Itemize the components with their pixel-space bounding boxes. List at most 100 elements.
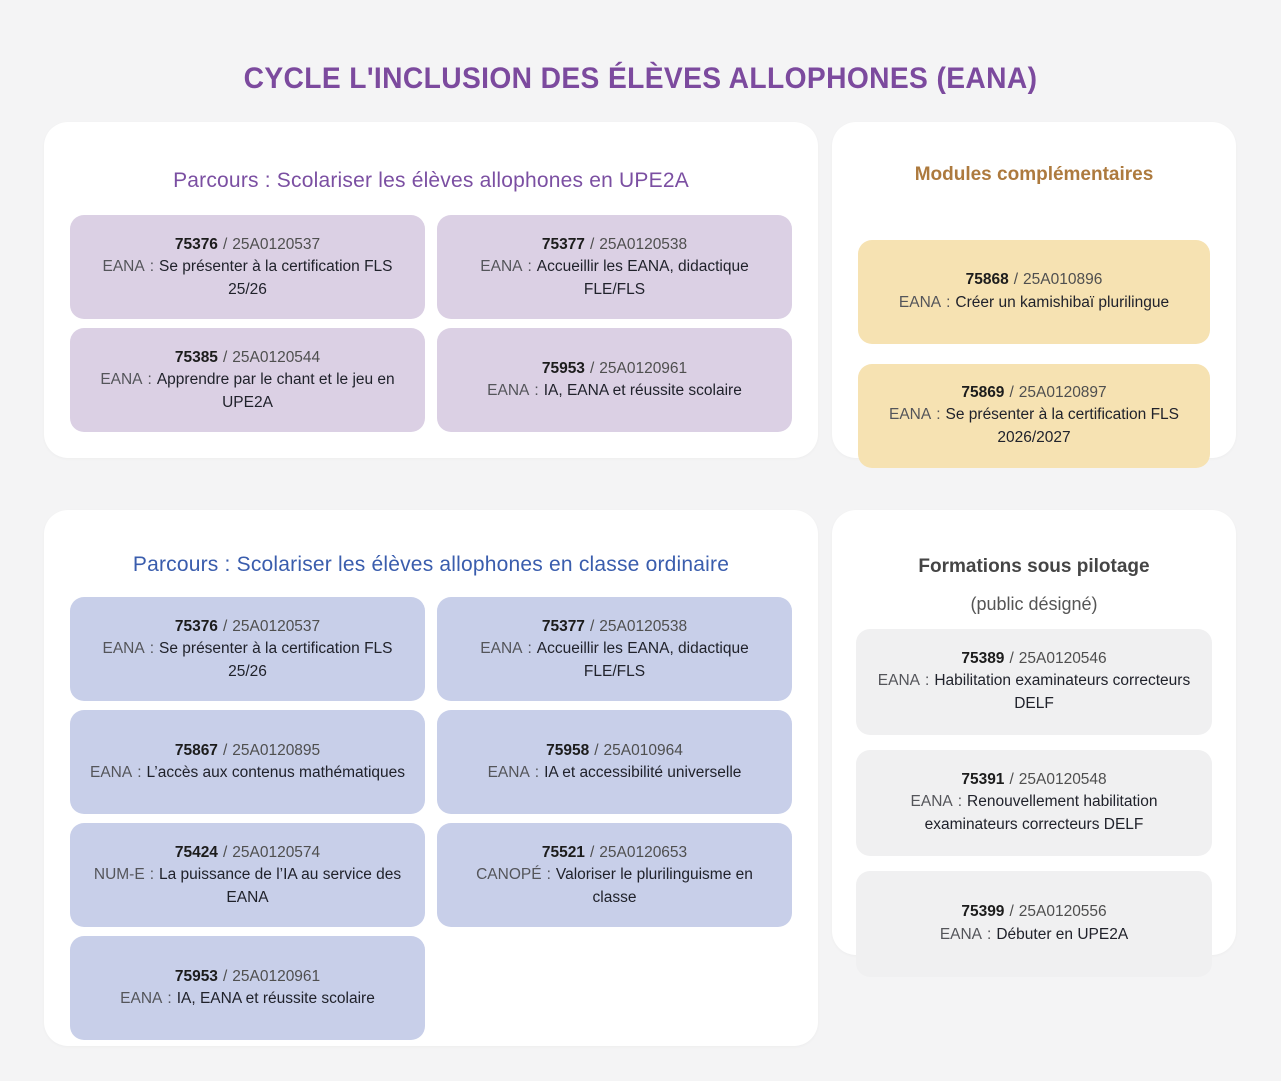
slash-separator: / xyxy=(222,617,228,635)
section-title-modules: Modules complémentaires xyxy=(914,163,1154,185)
course-prefix: EANA xyxy=(877,672,921,690)
course-code: 25A0120544 xyxy=(232,348,321,366)
colon-separator: : xyxy=(527,640,532,658)
colon-separator: : xyxy=(149,258,155,276)
course-code: 25A0120653 xyxy=(599,843,688,861)
course-title-line: EANA:IA, EANA et réussite scolaire xyxy=(455,380,774,402)
course-code-line: 75869/25A0120897 xyxy=(876,382,1192,404)
course-code: 25A010896 xyxy=(1023,271,1103,289)
slash-separator: / xyxy=(222,348,228,366)
course-card-75869: 75869/25A0120897 EANA:Se présenter à la … xyxy=(858,363,1210,468)
course-prefix: EANA xyxy=(102,258,145,276)
course-code-line: 75424/25A0120574 xyxy=(88,842,407,864)
slash-separator: / xyxy=(589,843,595,861)
course-card-75377: 75377/25A0120538 EANA:Accueillir les EAN… xyxy=(437,215,792,320)
course-grid-upe2a: 75376/25A0120537 EANA:Se présenter à la … xyxy=(70,215,792,433)
course-code-line: 75953/25A0120961 xyxy=(88,966,407,988)
course-prefix: EANA xyxy=(120,990,163,1008)
course-code-line: 75521/25A0120653 xyxy=(455,842,774,864)
slash-separator: / xyxy=(1009,903,1014,921)
colon-separator: : xyxy=(925,672,930,690)
course-title: IA, EANA et réussite scolaire xyxy=(543,382,742,400)
colon-separator: : xyxy=(987,925,992,943)
course-title: Débuter en UPE2A xyxy=(996,925,1129,943)
course-code: 25A0120537 xyxy=(232,235,321,253)
course-title: IA, EANA et réussite scolaire xyxy=(176,990,375,1008)
course-prefix: NUM-E xyxy=(93,866,145,884)
course-card-75376-ord: 75376/25A0120537 EANA:Se présenter à la … xyxy=(70,597,425,702)
course-card-75953-ord: 75953/25A0120961 EANA:IA, EANA et réussi… xyxy=(70,936,425,1041)
course-prefix: EANA xyxy=(898,293,942,311)
course-prefix: EANA xyxy=(888,406,932,424)
course-title: Renouvellement habilitation examinateurs… xyxy=(924,793,1158,833)
course-title-line: EANA:IA et accessibilité universelle xyxy=(455,762,774,784)
course-title: L’accès aux contenus mathématiques xyxy=(146,764,406,782)
course-title-line: EANA:IA, EANA et réussite scolaire xyxy=(88,988,407,1010)
course-prefix: EANA xyxy=(939,925,983,943)
course-title-line: EANA:Accueillir les EANA, didactique FLE… xyxy=(455,638,774,683)
section-formations-pilotage: Formations sous pilotage (public désigné… xyxy=(832,510,1236,977)
course-prefix: EANA xyxy=(89,764,133,782)
colon-separator: : xyxy=(936,406,941,424)
course-card-75377-ord: 75377/25A0120538 EANA:Accueillir les EAN… xyxy=(437,597,792,702)
course-title-line: EANA:Se présenter à la certification FLS… xyxy=(88,256,407,301)
course-code: 25A0120961 xyxy=(599,359,688,377)
course-card-75399: 75399/25A0120556 EANA:Débuter en UPE2A xyxy=(856,870,1212,977)
course-prefix: EANA xyxy=(480,258,523,276)
course-title: Se présenter à la certification FLS 25/2… xyxy=(159,258,393,298)
section-modules-complementaires: Modules complémentaires 75868/25A010896 … xyxy=(832,122,1236,468)
course-number: 75389 xyxy=(961,649,1005,667)
course-prefix: EANA xyxy=(100,371,143,389)
colon-separator: : xyxy=(527,258,532,276)
course-code-line: 75389/25A0120546 xyxy=(874,648,1194,670)
slash-separator: / xyxy=(594,741,599,759)
course-prefix: EANA xyxy=(102,640,145,658)
course-title-line: NUM-E:La puissance de l’IA au service de… xyxy=(88,864,407,909)
course-number: 75399 xyxy=(961,903,1005,921)
colon-separator: : xyxy=(946,293,951,311)
slash-separator: / xyxy=(1013,271,1019,289)
course-title: Se présenter à la certification FLS 25/2… xyxy=(159,640,393,680)
course-number: 75953 xyxy=(541,359,585,377)
course-card-75868: 75868/25A010896 EANA:Créer un kamishibaï… xyxy=(858,239,1210,344)
course-title-line: EANA:Renouvellement habilitation examina… xyxy=(874,791,1194,836)
course-number: 75521 xyxy=(541,843,585,861)
colon-separator: : xyxy=(149,866,154,884)
course-code-line: 75953/25A0120961 xyxy=(455,358,774,380)
course-code: 25A0120537 xyxy=(232,617,321,635)
slash-separator: / xyxy=(222,843,228,861)
colon-separator: : xyxy=(957,793,963,811)
colon-separator: : xyxy=(534,764,540,782)
course-number: 75953 xyxy=(174,967,218,985)
course-code: 25A0120897 xyxy=(1018,383,1107,401)
colon-separator: : xyxy=(167,990,172,1008)
course-code-line: 75867/25A0120895 xyxy=(88,740,407,762)
course-number: 75424 xyxy=(174,843,218,861)
course-title: Habilitation examinateurs correcteurs DE… xyxy=(934,672,1191,712)
colon-separator: : xyxy=(149,640,155,658)
slash-separator: / xyxy=(222,967,228,985)
section-subtitle-pilotage: (public désigné) xyxy=(970,593,1098,614)
course-title: Créer un kamishibaï plurilingue xyxy=(955,293,1170,311)
colon-separator: : xyxy=(147,371,152,389)
course-title-line: EANA:Débuter en UPE2A xyxy=(874,924,1194,946)
course-title-line: EANA:Habilitation examinateurs correcteu… xyxy=(874,670,1194,715)
course-prefix: EANA xyxy=(487,764,530,782)
course-title: Se présenter à la certification FLS 2026… xyxy=(945,406,1179,446)
course-title: Accueillir les EANA, didactique FLE/FLS xyxy=(536,258,749,298)
colon-separator: : xyxy=(534,382,539,400)
course-card-75385: 75385/25A0120544 EANA:Apprendre par le c… xyxy=(70,328,425,433)
slash-separator: / xyxy=(589,617,595,635)
course-title-line: EANA:Accueillir les EANA, didactique FLE… xyxy=(455,256,774,301)
course-number: 75385 xyxy=(174,348,218,366)
course-card-75389: 75389/25A0120546 EANA:Habilitation exami… xyxy=(856,628,1212,735)
course-stack-modules: 75868/25A010896 EANA:Créer un kamishibaï… xyxy=(858,202,1210,468)
slash-separator: / xyxy=(589,359,595,377)
course-title: IA et accessibilité universelle xyxy=(544,764,742,782)
colon-separator: : xyxy=(546,866,551,884)
course-title: Valoriser le plurilinguisme en classe xyxy=(555,866,753,906)
slash-separator: / xyxy=(1009,770,1014,788)
course-card-75521: 75521/25A0120653 CANOPÉ:Valoriser le plu… xyxy=(437,823,792,928)
course-title: Apprendre par le chant et le jeu en UPE2… xyxy=(156,371,395,411)
course-code-line: 75376/25A0120537 xyxy=(88,616,407,638)
